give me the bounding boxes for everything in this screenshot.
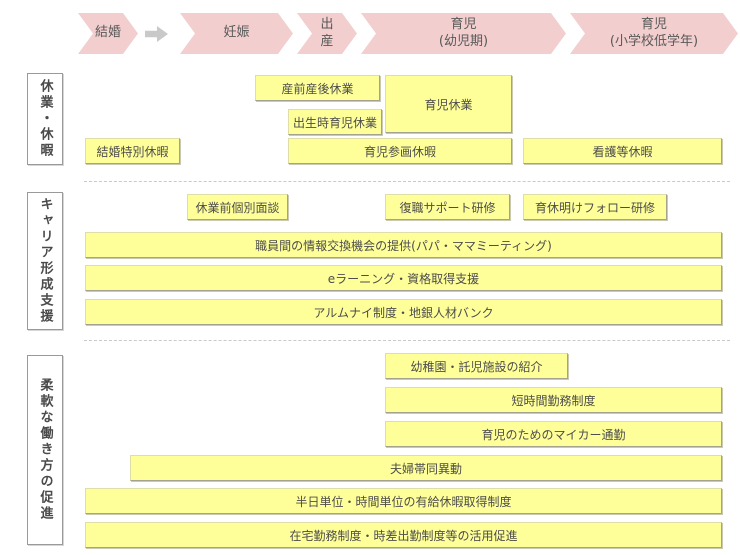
box-marriage-special-leave: 結婚特別休暇 <box>85 138 180 164</box>
box-partial-paid-leave: 半日単位・時間単位の有給休暇取得制度 <box>85 488 722 514</box>
box-post-leave-follow-training: 育休明けフォロー研修 <box>523 194 667 220</box>
box-pre-leave-interview: 休業前個別面談 <box>187 194 288 220</box>
section-title-flexible-work: 柔軟な働き方の促進 <box>27 355 63 545</box>
stage-childcare-elementary: 育児 (小学校低学年) <box>570 13 738 54</box>
stage-marriage: 結婚 <box>78 13 138 54</box>
box-return-support-training: 復職サポート研修 <box>385 194 510 220</box>
box-short-hours-system: 短時間勤務制度 <box>385 387 722 413</box>
section-divider-2 <box>84 340 730 341</box>
box-birth-childcare-leave: 出生時育児休業 <box>288 109 382 135</box>
stage-birth: 出 産 <box>297 13 357 54</box>
box-telework-staggered-hours: 在宅勤務制度・時差出勤制度等の活用促進 <box>85 522 722 548</box>
box-car-commuting: 育児のためのマイカー通勤 <box>385 421 722 447</box>
flow-arrow-icon <box>145 26 168 42</box>
box-childcare-participation-leave: 育児参画休暇 <box>288 138 512 164</box>
section-title-career: キャリア形成支援 <box>27 192 63 330</box>
section-divider-1 <box>84 181 730 182</box>
box-elearning-qualification: eラーニング・資格取得支援 <box>85 265 722 291</box>
box-alumni-talent-bank: アルムナイ制度・地銀人材バンク <box>85 299 722 325</box>
box-nursing-leave: 看護等休暇 <box>523 138 722 164</box>
box-couple-transfer: 夫婦帯同異動 <box>130 455 722 481</box>
box-papa-mama-meeting: 職員間の情報交換機会の提供(パパ・ママミーティング) <box>85 232 722 258</box>
box-childcare-leave: 育児休業 <box>385 75 512 133</box>
section-title-leave: 休業・休暇 <box>27 73 63 165</box>
box-kindergarten-referral: 幼稚園・託児施設の紹介 <box>385 353 568 379</box>
stage-pregnancy: 妊娠 <box>180 13 293 54</box>
box-prenatal-postnatal-leave: 産前産後休業 <box>255 75 380 101</box>
stage-childcare-infancy: 育児 (幼児期) <box>361 13 566 54</box>
